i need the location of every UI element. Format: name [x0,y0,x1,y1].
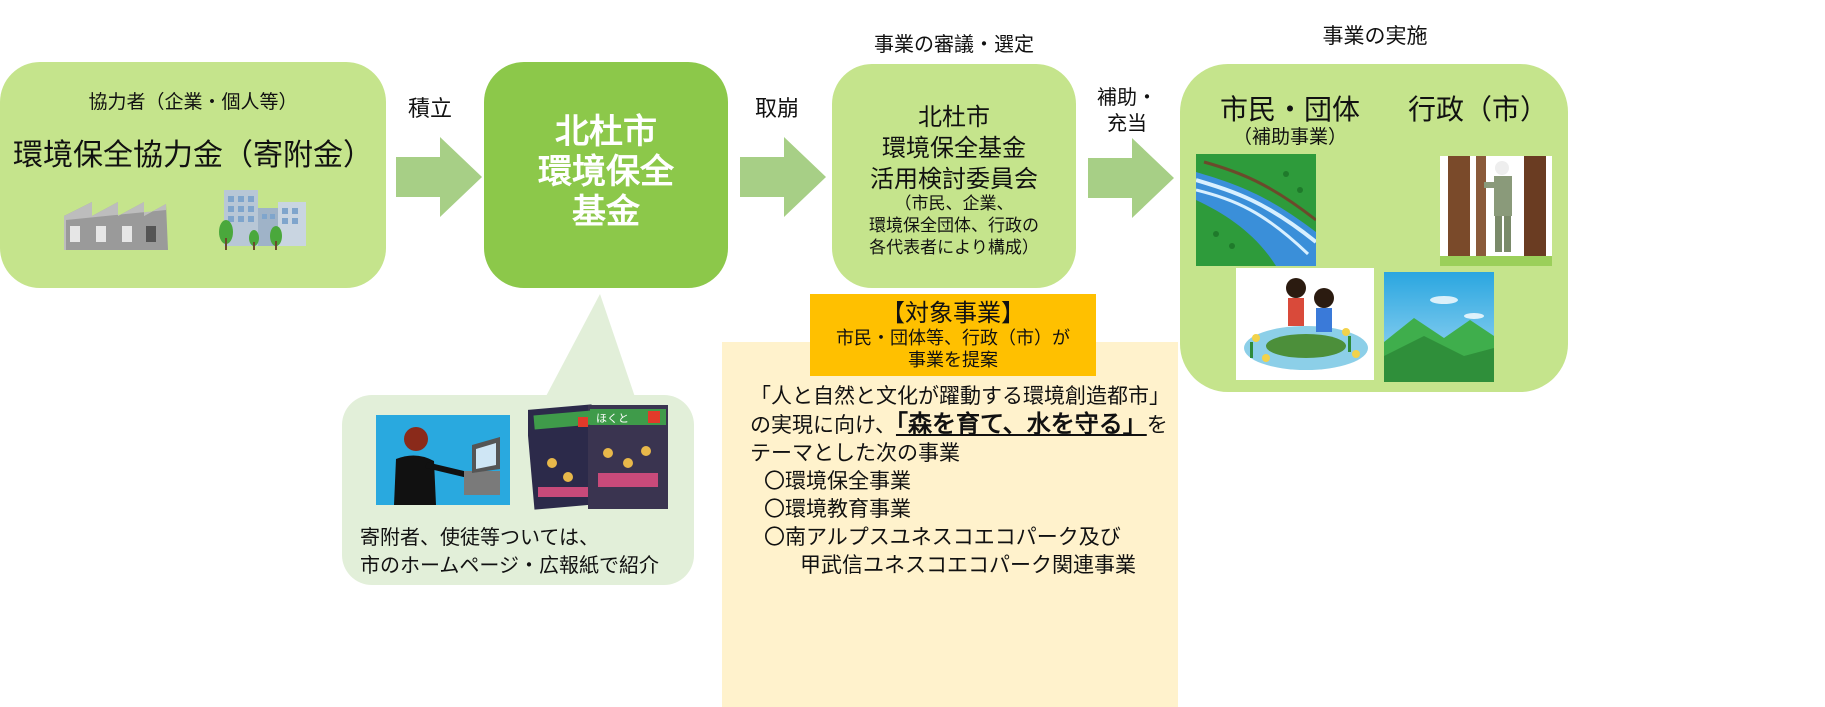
target-item-3: 〇南アルプスユネスコエコパーク及び [764,525,1121,549]
citizens-note: （補助事業） [1232,126,1347,148]
magazine-covers-illustration: ほくと [528,404,668,510]
arrow3-label-2: 充当 [1107,111,1147,135]
bubble-line-1: 寄附者、使徒等ついては、 [360,525,599,549]
arrow-right-icon [1088,138,1174,218]
river-illustration [1196,154,1316,266]
fund-line-3: 基金 [572,192,640,232]
bubble-line-2: 市のホームページ・広報紙で紹介 [360,553,659,577]
forester-illustration [1440,156,1552,266]
fund-box: 北杜市 環境保全 基金 [484,62,728,288]
target-line-1: 市民・団体等、行政（市）が [836,328,1070,349]
committee-box: 北杜市 環境保全基金 活用検討委員会 （市民、企業、 環境保全団体、行政の 各代… [832,64,1076,288]
children-nature-illustration [1236,268,1374,380]
committee-heading: 事業の審議・選定 [874,32,1034,56]
arrow1-label: 積立 [407,97,452,122]
target-line-2: 事業を提案 [908,350,998,371]
target-item-1: 〇環境保全事業 [764,469,911,493]
office-buildings-icon [219,190,306,250]
target-header: 【対象事業】 市民・団体等、行政（市）が 事業を提案 [810,294,1096,376]
committee-title-1: 北杜市 [918,103,990,131]
magazine-title: ほくと [596,412,629,425]
speech-bubble-pointer [544,294,636,400]
target-motto: 「森を育て、水を守る」 [895,410,1147,438]
fund-line-2: 環境保全 [538,152,674,192]
committee-title-3: 活用検討委員会 [870,165,1038,193]
donor-title: 環境保全協力金（寄附金） [13,138,373,173]
committee-note-2: 環境保全団体、行政の [869,216,1039,236]
target-intro-2: の実現に向け、「森を育て、水を守る」を [750,410,1170,439]
target-intro-3: テーマとした次の事業 [750,441,960,465]
info-bubble: ほくと 寄附者、使徒等ついては、 市のホームページ・広報紙で紹介 [342,395,694,585]
target-item-2: 〇環境教育事業 [764,497,911,521]
target-intro-2-pre: の実現に向け、 [750,413,896,437]
donor-box: 協力者（企業・個人等） 環境保全協力金（寄附金） [0,62,386,288]
arrow-right-icon [740,137,826,217]
committee-title-2: 環境保全基金 [882,134,1026,162]
target-intro-1: 「人と自然と文化が躍動する環境創造都市」 [750,384,1170,408]
government-label: 行政（市） [1407,93,1548,126]
target-item-3-cont: 甲武信ユネスコエコパーク関連事業 [800,553,1136,577]
arrow-right-icon [396,137,482,217]
person-at-computer-illustration [376,415,510,505]
committee-note-3: 各代表者により構成） [869,238,1039,258]
citizens-label: 市民・団体 [1219,93,1360,126]
factory-icon [64,202,168,250]
fund-line-1: 北杜市 [555,112,657,152]
implementation-heading: 事業の実施 [1322,24,1428,48]
target-projects-panel [722,342,1178,707]
committee-note-1: （市民、企業、 [894,194,1014,214]
arrow3-label-1: 補助・ [1097,85,1157,109]
target-title: 【対象事業】 [881,299,1025,327]
donor-subtitle: 協力者（企業・個人等） [88,91,298,113]
arrow2-label: 取崩 [754,97,799,122]
mountain-illustration [1384,272,1494,382]
target-intro-2-post: を [1146,413,1168,437]
